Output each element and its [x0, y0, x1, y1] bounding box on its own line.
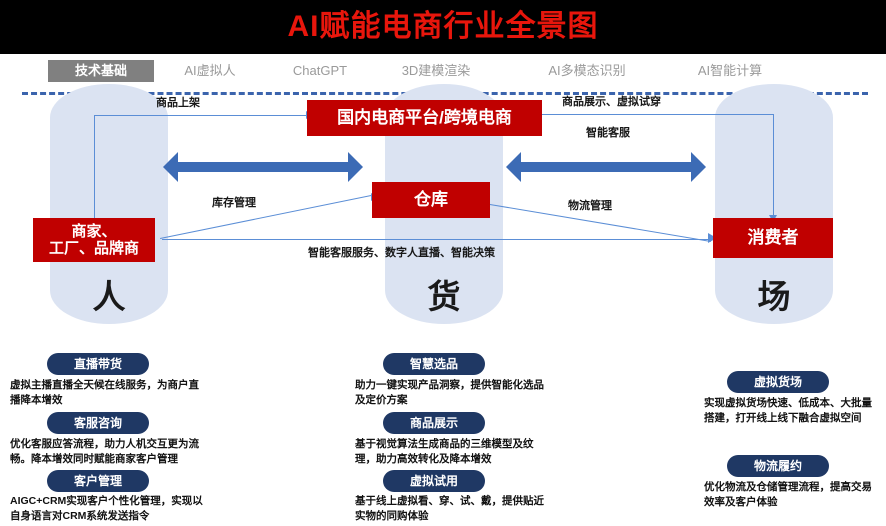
flow-label-smart-service: 智能客服	[586, 127, 630, 139]
card-pill-logistics-fulfillment[interactable]: 物流履约	[727, 455, 829, 477]
title-banner	[0, 0, 886, 54]
flow-label-logistics: 物流管理	[568, 200, 612, 212]
tech-item-chatgpt[interactable]: ChatGPT	[292, 63, 348, 78]
node-merchant-line1: 商家、	[71, 222, 117, 240]
card-pill-live-commerce[interactable]: 直播带货	[47, 353, 149, 375]
connector-listing-horizontal	[94, 115, 308, 116]
card-desc-product-display: 基于视觉算法生成商品的三维模型及纹理，助力高效转化及降本增效	[355, 438, 534, 465]
arrow-head-right	[691, 152, 706, 182]
card-pill-virtual-tryon[interactable]: 虚拟试用	[383, 470, 485, 492]
card-pill-customer-service[interactable]: 客服咨询	[47, 412, 149, 434]
pillar-shape-venue	[715, 84, 833, 324]
connector-inventory	[160, 194, 372, 239]
tech-item-ai-compute[interactable]: AI智能计算	[697, 63, 763, 78]
card-desc-virtual-venue: 实现虚拟货场快速、低成本、大批量搭建，打开线上线下融合虚拟空间	[704, 397, 872, 424]
tech-item-multimodal[interactable]: AI多模态识别	[548, 63, 626, 78]
card-desc-smart-selection: 助力一键实现产品洞察，提供智能化选品及定价方案	[355, 379, 544, 406]
card-desc-customer-service: 优化客服应答流程，助力人机交互更为流畅。降本增效同时赋能商家客户管理	[10, 438, 199, 465]
card-pill-virtual-venue[interactable]: 虚拟货场	[727, 371, 829, 393]
arrow-shaft	[520, 162, 692, 172]
flow-label-display-tryon: 商品展示、虚拟试穿	[562, 96, 661, 108]
node-consumer[interactable]: 消费者	[713, 218, 833, 258]
connector-merchant-up	[94, 115, 95, 222]
bidirectional-arrow-people-goods	[163, 152, 363, 182]
pillar-shape-people	[50, 84, 168, 324]
tech-item-3d-modeling[interactable]: 3D建模渲染	[401, 63, 471, 78]
flow-label-listing: 商品上架	[156, 97, 200, 109]
node-warehouse[interactable]: 仓库	[372, 182, 490, 218]
arrow-shaft	[177, 162, 349, 172]
arrow-head-left	[163, 152, 178, 182]
card-desc-live-commerce: 虚拟主播直播全天候在线服务，为商户直播降本增效	[10, 379, 199, 406]
flow-label-inventory: 库存管理	[212, 197, 256, 209]
pillar-glyph-venue: 场	[757, 278, 791, 315]
flow-label-ai-services: 智能客服服务、数字人直播、智能决策	[308, 247, 495, 259]
card-desc-customer-management: AIGC+CRM实现客户个性化管理，实现以自身语言对CRM系统发送指令	[10, 495, 203, 522]
node-merchant-line2: 工厂、品牌商	[48, 240, 139, 257]
arrowhead-ai-services	[708, 235, 715, 243]
card-pill-product-display[interactable]: 商品展示	[383, 412, 485, 434]
tech-chip-foundation[interactable]: 技术基础	[48, 60, 154, 82]
arrow-head-left	[506, 152, 521, 182]
pillar-glyph-goods: 货	[427, 278, 461, 315]
card-desc-virtual-tryon: 基于线上虚拟看、穿、试、戴，提供贴近实物的同购体验	[355, 495, 544, 522]
card-pill-smart-selection[interactable]: 智慧选品	[383, 353, 485, 375]
arrow-head-right	[348, 152, 363, 182]
bidirectional-arrow-goods-venue	[506, 152, 706, 182]
card-pill-customer-management[interactable]: 客户管理	[47, 470, 149, 492]
pillar-glyph-people: 人	[92, 278, 126, 315]
connector-ai-services	[162, 239, 712, 240]
page-title: AI赋能电商行业全景图	[287, 10, 599, 43]
node-platform[interactable]: 国内电商平台/跨境电商	[307, 100, 542, 136]
node-merchant[interactable]: 商家、 工厂、品牌商	[33, 218, 155, 262]
card-desc-logistics-fulfillment: 优化物流及仓储管理流程，提高交易效率及客户体验	[704, 481, 872, 508]
connector-display-horizontal	[541, 114, 773, 115]
connector-consumer-down	[773, 114, 774, 218]
tech-item-virtual-human[interactable]: AI虚拟人	[184, 63, 236, 78]
tech-foundation-strip: 技术基础 AI虚拟人 ChatGPT 3D建模渲染 AI多模态识别 AI智能计算	[0, 60, 886, 86]
